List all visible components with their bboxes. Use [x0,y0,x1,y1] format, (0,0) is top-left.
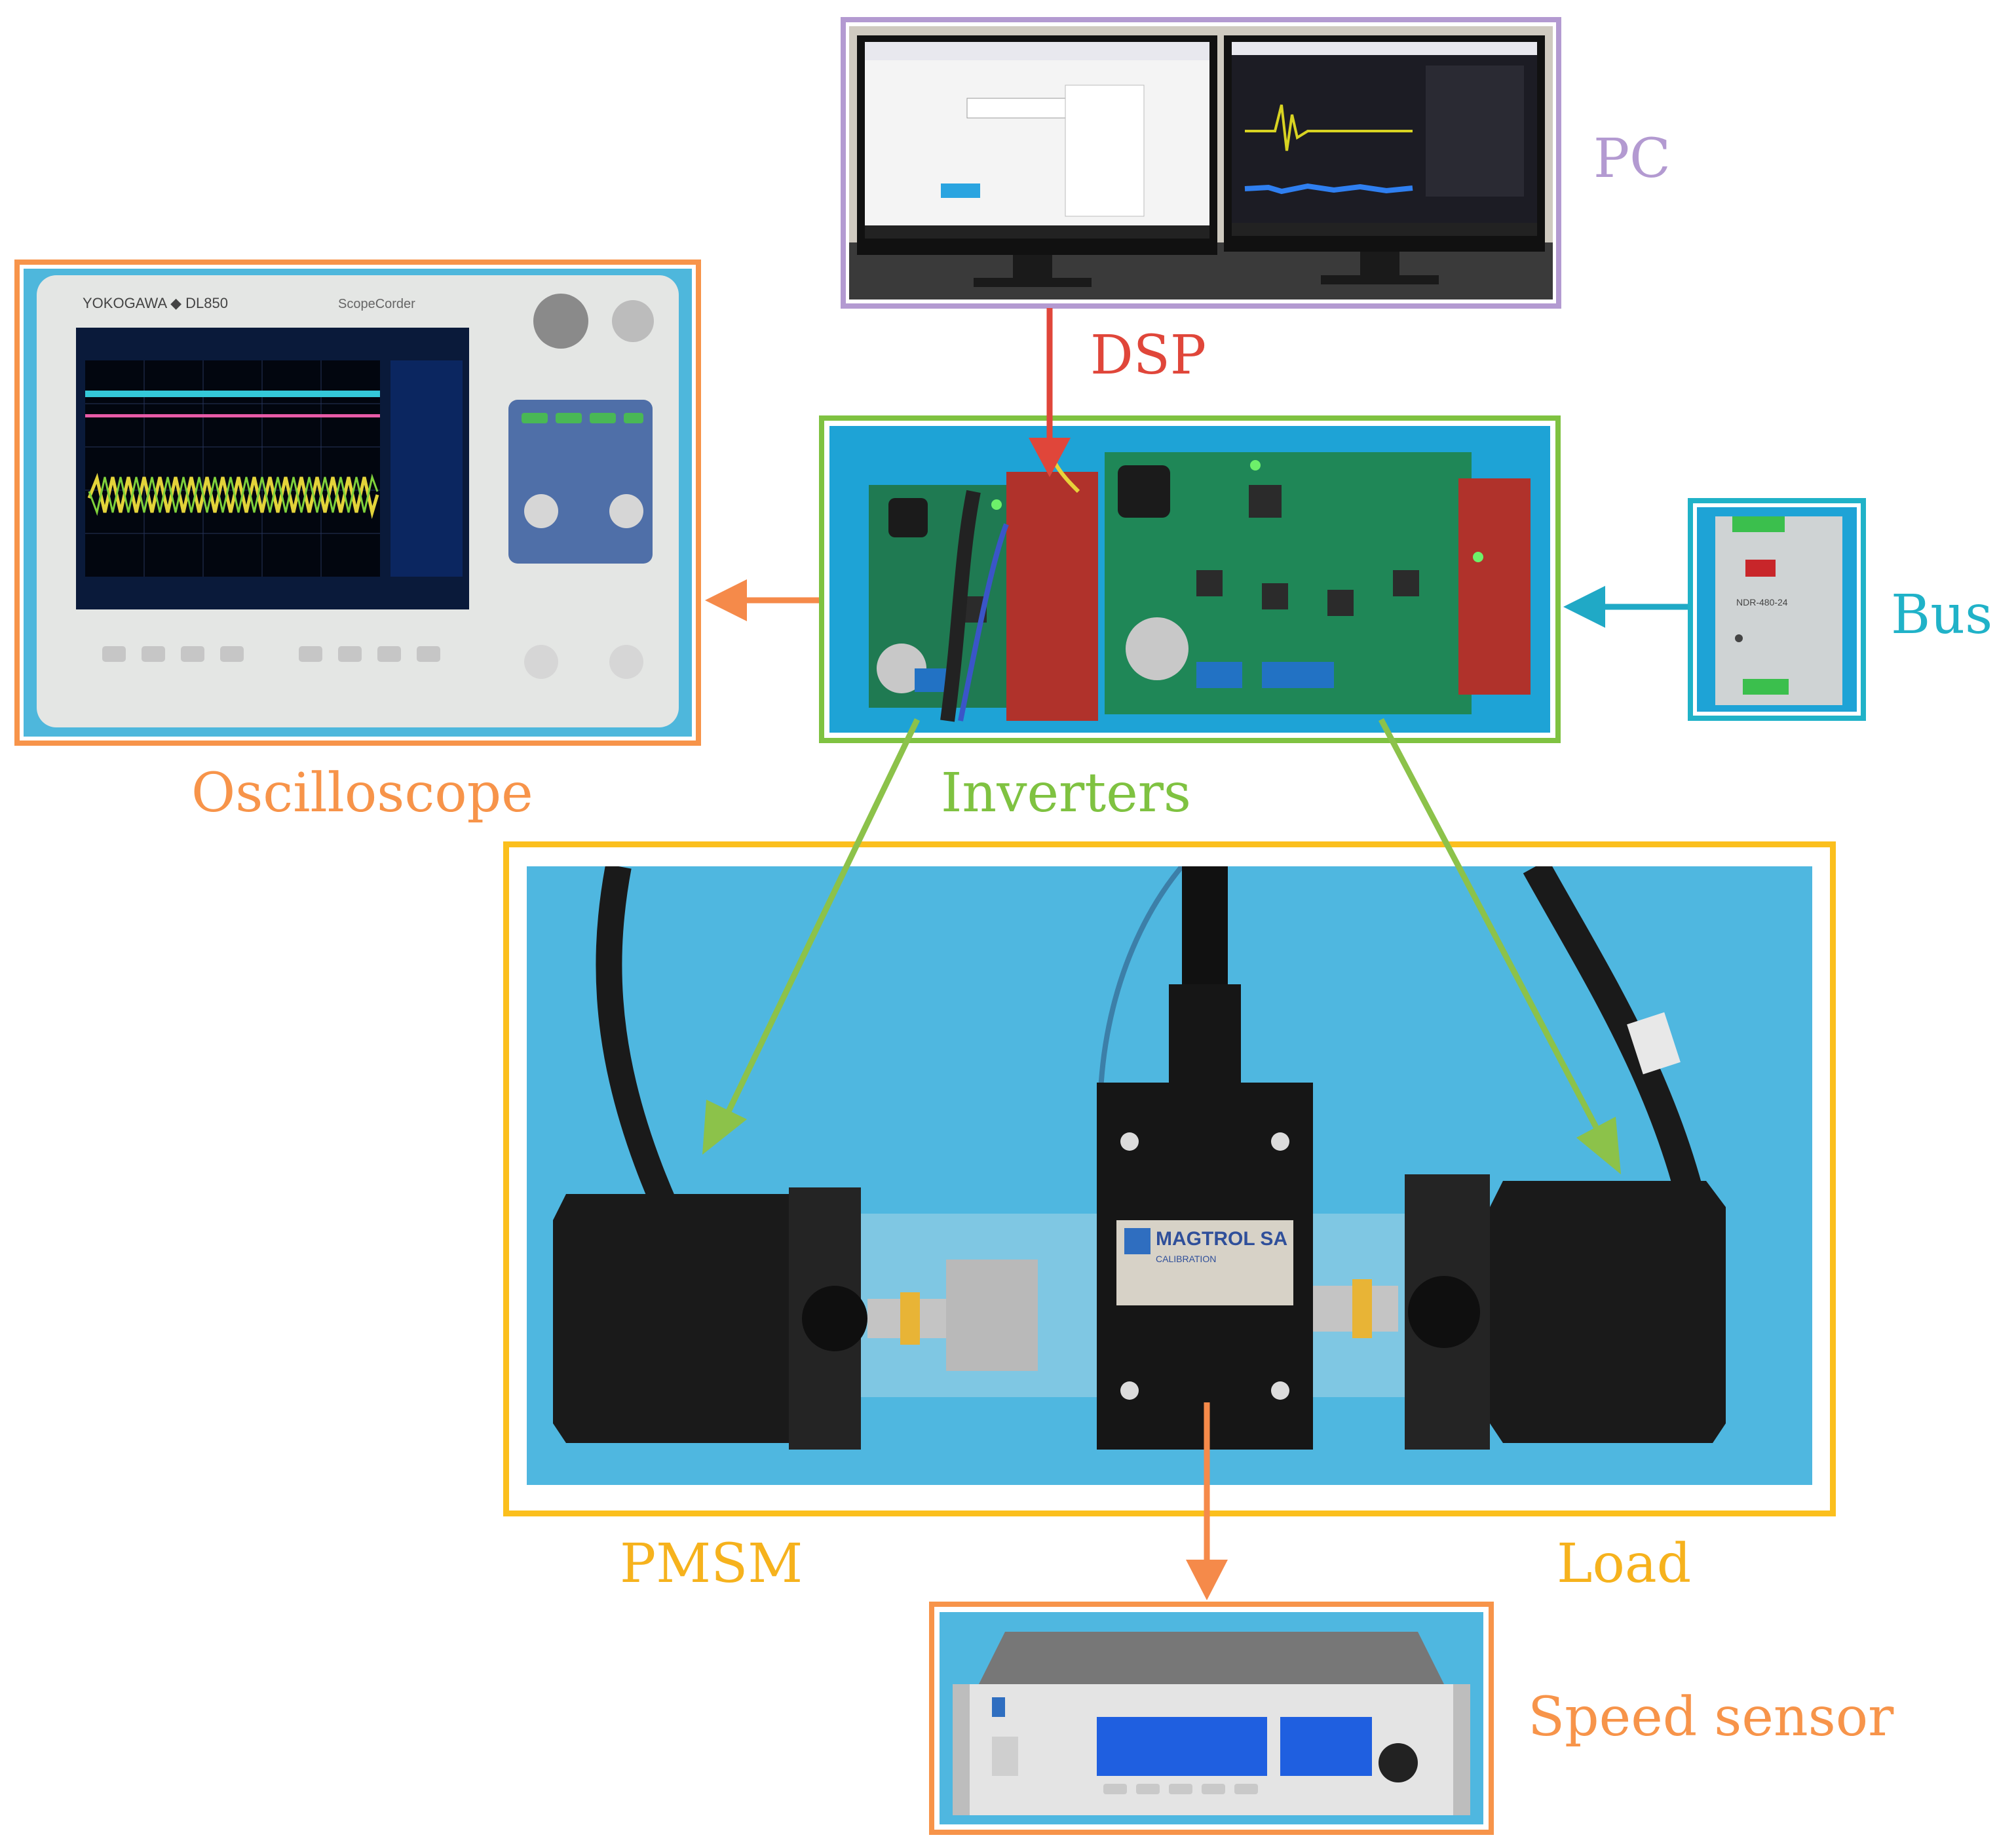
inverter-board-icon [829,426,1550,733]
dc-power-supply-icon: NDR-480-24 [1697,507,1857,712]
rack-speed-meter-icon [940,1612,1483,1824]
pmsm-label: PMSM [620,1533,803,1595]
inverters-to-load-arrowhead [1576,1117,1621,1174]
inverters-to-load-arrow [1379,718,1599,1129]
inverters-frame [819,415,1561,743]
pc-frame [841,17,1561,309]
oscilloscope-frame [14,260,701,746]
bus-label: Bus [1891,584,1993,646]
load-label: Load [1557,1533,1692,1595]
bus-frame [1688,498,1866,721]
scope-brand-text: YOKOGAWA ◆ DL850 [83,295,228,311]
inverters-label: Inverters [941,762,1192,824]
inverters-to-pmsm-arrowhead [702,1100,747,1155]
pc-label: PC [1593,128,1671,190]
scope-series-text: ScopeCorder [338,297,415,311]
motor-test-bench-icon: MAGTROL SA CALIBRATION [527,866,1812,1485]
psu-model-text: NDR-480-24 [1736,597,1788,607]
speed-sensor-frame [929,1602,1494,1835]
oscilloscope-icon: YOKOGAWA ◆ DL850 ScopeCorder [24,269,692,737]
torque-sensor-sub-text: CALIBRATION [1156,1254,1216,1264]
dual-monitor-icon [849,26,1553,299]
speed-sensor-label: Speed sensor [1528,1686,1894,1748]
pc-to-dsp-arrowhead [1029,438,1071,477]
torque-sensor-brand-text: MAGTROL SA [1156,1228,1287,1250]
dsp-label: DSP [1090,324,1207,387]
motor-group-frame [503,841,1836,1516]
sensor-to-speed-sensor-arrowhead [1186,1560,1228,1600]
oscilloscope-label: Oscilloscope [191,762,533,824]
inverters-to-pmsm-arrow [725,718,921,1113]
inverters-to-oscilloscope-arrowhead [705,579,747,621]
bus-to-inverters-arrowhead [1563,586,1605,628]
